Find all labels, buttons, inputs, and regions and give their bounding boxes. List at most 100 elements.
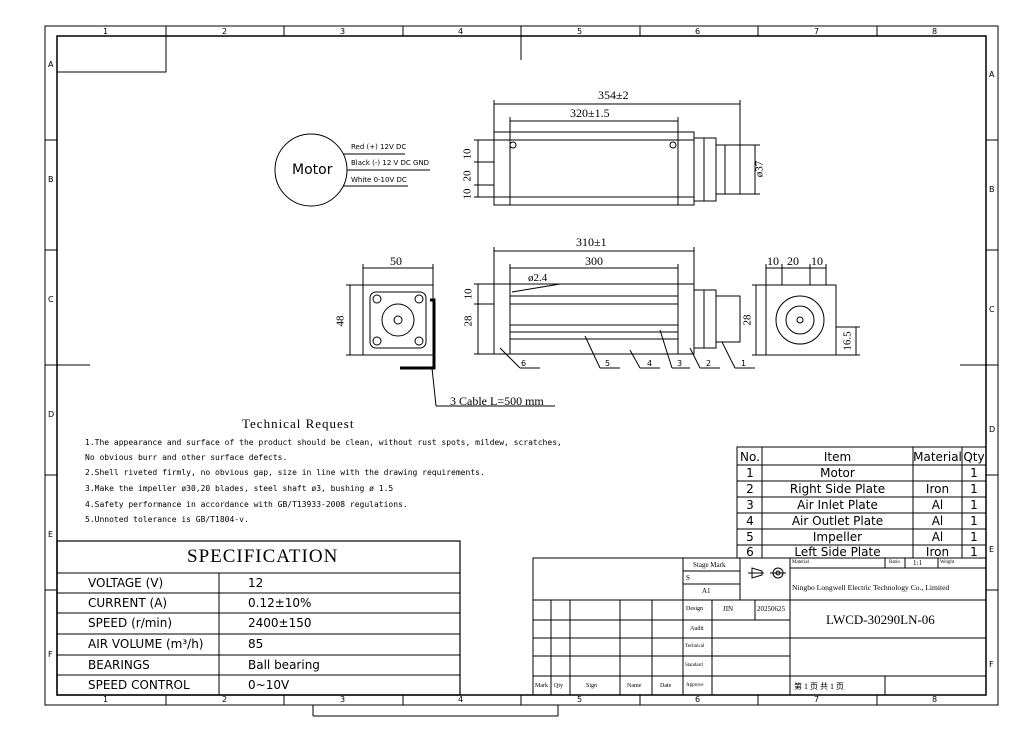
- zone-col-4-bottom: 4: [458, 695, 464, 704]
- zone-row-a-right: A: [989, 70, 995, 79]
- tb-footer-date: Date: [660, 683, 672, 689]
- technical-request-title: Technical Request: [242, 416, 355, 431]
- motor-wire-red: Red (+) 12V DC: [351, 143, 407, 151]
- tb-footer-qty: Qty: [554, 683, 563, 689]
- tb-ratio: 1:1: [913, 559, 922, 567]
- bom-row-1-qty: 1: [970, 466, 978, 480]
- bom-row-2-item: Right Side Plate: [789, 482, 886, 496]
- tb-footer-mark: Mark: [535, 683, 548, 689]
- tb-audit: Audit: [690, 626, 704, 632]
- spec-label-bearings: BEARINGS: [88, 658, 150, 672]
- dim-right-a: 10: [767, 254, 779, 268]
- dim-top-total: 354±2: [598, 88, 629, 102]
- bom-row-6-item: Left Side Plate: [794, 545, 881, 559]
- spec-label-speed-control: SPEED CONTROL: [88, 678, 190, 692]
- bom-row-6-no: 6: [746, 545, 754, 559]
- cable-label: 3 Cable L=500 mm: [450, 394, 544, 408]
- tb-material: Material: [792, 560, 809, 565]
- bom-row-4-qty: 1: [970, 514, 978, 528]
- dim-right-height2: 16.5: [841, 331, 854, 351]
- request-line-1b: No obvious burr and other surface defect…: [85, 453, 288, 462]
- spec-label-air-volume: AIR VOLUME (m³/h): [88, 637, 204, 651]
- zone-col-1-bottom: 1: [103, 695, 109, 704]
- tb-part-number: LWCD-30290LN-06: [826, 612, 935, 627]
- dim-right-height: 28: [741, 314, 754, 326]
- motor-wire-white: White 0-10V DC: [351, 176, 407, 184]
- tb-design: Design: [686, 606, 703, 612]
- zone-row-a: A: [48, 60, 54, 69]
- balloon-6: 6: [521, 359, 527, 368]
- spec-label-voltage: VOLTAGE (V): [88, 576, 164, 590]
- tb-s: S: [686, 574, 690, 582]
- zone-row-b-right: B: [989, 185, 995, 194]
- dim-side-width: 50: [390, 254, 402, 268]
- bom-row-3-qty: 1: [970, 498, 978, 512]
- front-view: [474, 247, 755, 369]
- tb-technical: Technical: [685, 644, 705, 649]
- spec-label-speed: SPEED (r/min): [88, 616, 173, 630]
- spec-table: [56, 540, 461, 696]
- bom-row-2-qty: 1: [970, 482, 978, 496]
- spec-label-current: CURRENT (A): [88, 596, 168, 610]
- tb-standard: Standard: [685, 663, 703, 668]
- zone-col-7: 7: [814, 27, 820, 36]
- zone-row-b: B: [48, 175, 54, 184]
- bom-row-4-no: 4: [746, 514, 754, 528]
- dim-right-b: 20: [787, 254, 799, 268]
- zone-col-8: 8: [932, 27, 938, 36]
- tb-stage-mark: Stage Mark: [693, 561, 726, 569]
- top-view: [474, 100, 760, 206]
- spec-title: SPECIFICATION: [187, 546, 339, 567]
- balloon-4: 4: [647, 359, 653, 368]
- dim-top-inner: 320±1.5: [570, 106, 610, 120]
- left-side-view: [346, 264, 555, 407]
- motor-label: Motor: [292, 162, 333, 178]
- zone-col-6: 6: [695, 27, 701, 36]
- zone-col-5-bottom: 5: [577, 695, 583, 704]
- dim-top-v3: 10: [461, 188, 474, 200]
- spec-value-air-volume: 85: [248, 637, 264, 651]
- zone-col-3: 3: [340, 27, 346, 36]
- tb-footer-sign: Sign: [586, 683, 598, 689]
- dim-front-h1: 10: [462, 288, 475, 300]
- bom-row-4-material: Al: [931, 514, 944, 528]
- tb-footer-name: Name: [627, 683, 642, 689]
- right-side-view: [752, 264, 860, 356]
- dim-side-height: 48: [334, 315, 347, 327]
- balloon-2: 2: [706, 359, 712, 368]
- tb-designer: JIN: [723, 605, 734, 613]
- request-line-2: 2.Shell riveted firmly, no obvious gap, …: [85, 468, 485, 477]
- bom-row-1-no: 1: [746, 466, 754, 480]
- dim-front-hole: ø2.4: [528, 272, 548, 284]
- dim-right-c: 10: [811, 254, 823, 268]
- bom-row-5-material: Al: [931, 530, 944, 544]
- bom-row-5-no: 5: [746, 530, 754, 544]
- tb-company: Ningbo Longwell Electric Technology Co.,…: [792, 583, 950, 592]
- tb-weight: Weight: [940, 560, 955, 565]
- zone-col-4: 4: [458, 27, 464, 36]
- spec-value-current: 0.12±10%: [248, 596, 312, 610]
- balloon-3: 3: [677, 359, 683, 368]
- tb-a1: A1: [702, 587, 711, 595]
- bom-row-2-no: 2: [746, 482, 754, 496]
- request-line-5: 5.Unnoted tolerance is GB/T1804-v.: [85, 515, 249, 524]
- zone-col-5: 5: [577, 27, 583, 36]
- request-line-1: 1.The appearance and surface of the prod…: [85, 438, 562, 447]
- bom-header-material: Material: [913, 450, 962, 464]
- spec-value-bearings: Ball bearing: [248, 658, 320, 672]
- title-block: [532, 557, 987, 696]
- dim-front-inner: 300: [585, 254, 603, 268]
- bom-row-3-material: Al: [931, 498, 944, 512]
- bom-row-5-qty: 1: [970, 530, 978, 544]
- bom-header-item: Item: [823, 450, 852, 464]
- balloon-5: 5: [605, 359, 611, 368]
- tb-date: 20250625: [757, 605, 785, 613]
- bom-row-6-qty: 1: [970, 545, 978, 559]
- zone-row-f: F: [48, 650, 53, 659]
- zone-col-1: 1: [103, 27, 109, 36]
- bom-row-4-item: Air Outlet Plate: [791, 514, 884, 528]
- request-line-4: 4.Safety performance in accordance with …: [85, 500, 408, 509]
- dim-top-v2: 20: [461, 170, 474, 182]
- zone-col-2: 2: [222, 27, 228, 36]
- zone-row-f-right: F: [989, 660, 994, 669]
